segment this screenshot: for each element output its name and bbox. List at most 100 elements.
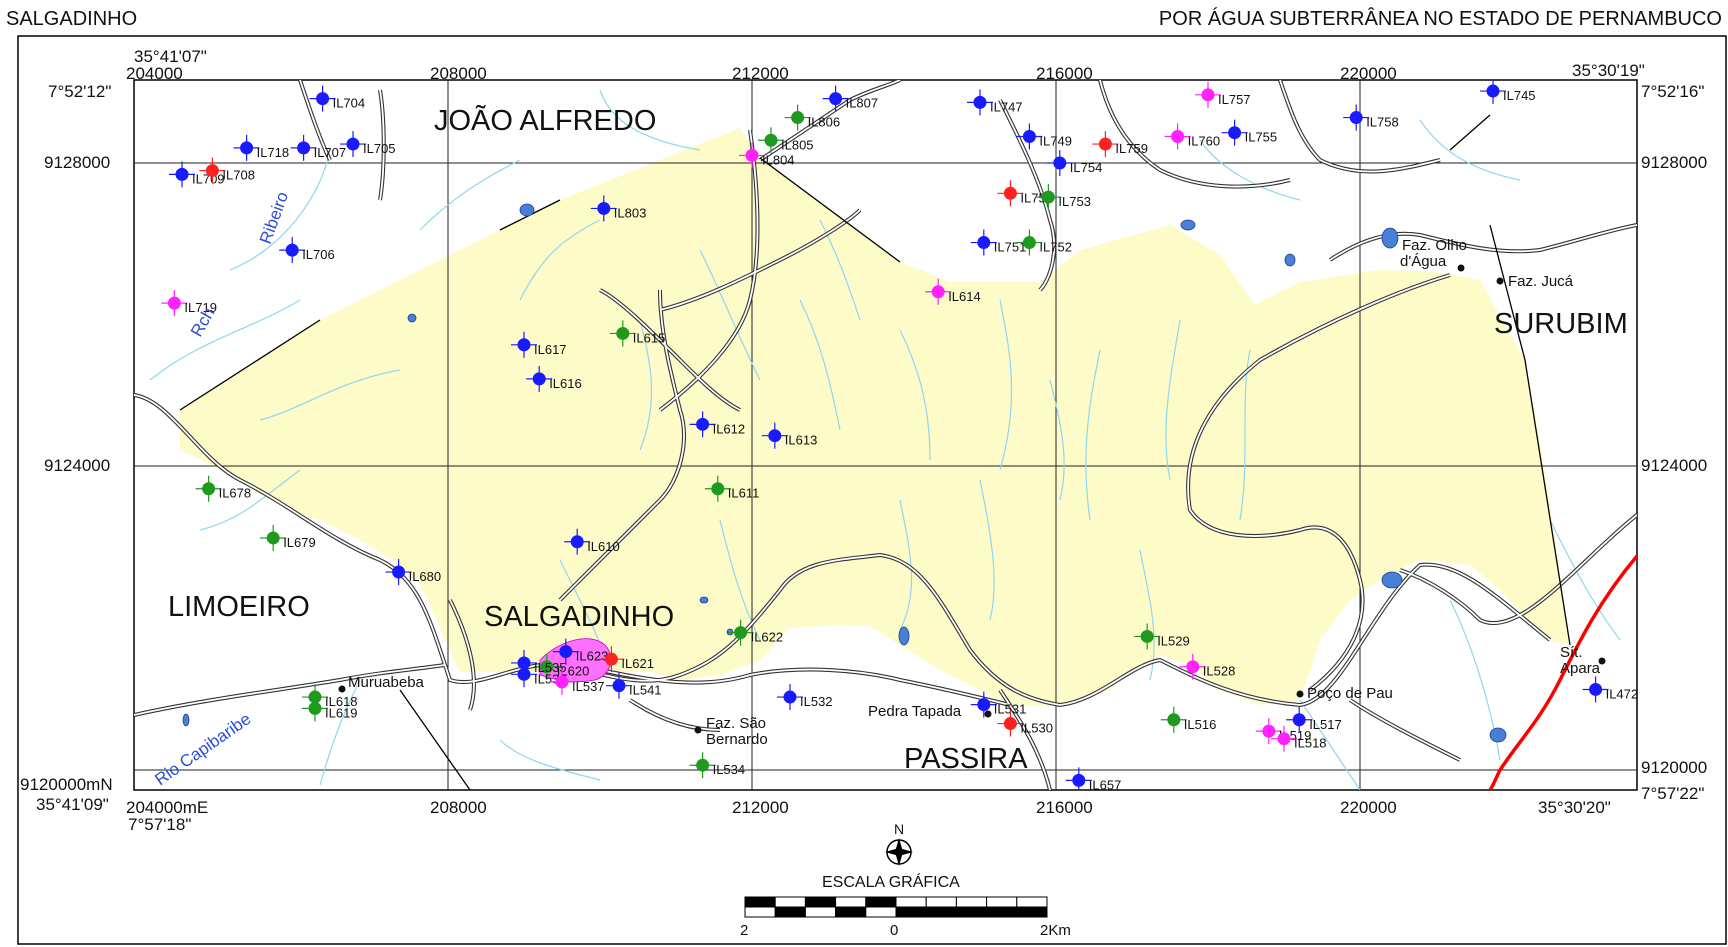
well-marker[interactable] <box>1072 773 1086 787</box>
well-il806[interactable]: IL806 <box>784 104 841 131</box>
well-il614[interactable]: IL614 <box>925 278 981 305</box>
well-marker[interactable] <box>1003 717 1017 731</box>
well-marker[interactable] <box>1349 111 1363 125</box>
well-marker[interactable] <box>977 698 991 712</box>
well-marker[interactable] <box>734 626 748 640</box>
well-marker[interactable] <box>783 690 797 704</box>
well-marker[interactable] <box>1041 190 1055 204</box>
well-il610[interactable]: IL610 <box>564 528 620 555</box>
well-il755[interactable]: IL755 <box>1221 119 1278 146</box>
well-marker[interactable] <box>1167 713 1181 727</box>
well-il617[interactable]: IL617 <box>511 331 567 358</box>
well-marker[interactable] <box>1022 236 1036 250</box>
well-marker[interactable] <box>285 243 299 257</box>
well-il678[interactable]: IL678 <box>195 475 252 502</box>
well-marker[interactable] <box>973 95 987 109</box>
well-marker[interactable] <box>555 675 569 689</box>
well-il518[interactable]: IL518 <box>1271 725 1327 752</box>
well-il528[interactable]: IL528 <box>1179 653 1236 680</box>
well-marker[interactable] <box>517 338 531 352</box>
well-marker[interactable] <box>167 296 181 310</box>
well-il803[interactable]: IL803 <box>590 195 647 222</box>
well-il616[interactable]: IL616 <box>526 365 582 392</box>
well-marker[interactable] <box>1486 84 1500 98</box>
well-marker[interactable] <box>597 201 611 215</box>
well-marker[interactable] <box>316 92 330 106</box>
well-il679[interactable]: IL679 <box>260 524 316 551</box>
well-marker[interactable] <box>612 679 626 693</box>
well-marker[interactable] <box>764 133 778 147</box>
well-marker[interactable] <box>559 645 573 659</box>
well-il804[interactable]: IL804 <box>739 142 795 169</box>
well-il621[interactable]: IL621 <box>598 646 654 673</box>
well-il534[interactable]: IL534 <box>689 752 746 779</box>
well-marker[interactable] <box>768 429 782 443</box>
well-marker[interactable] <box>977 236 991 250</box>
well-il517[interactable]: IL517 <box>1286 706 1342 733</box>
well-il719[interactable]: IL719 <box>161 290 217 317</box>
well-il532[interactable]: IL532 <box>777 684 833 711</box>
well-il760[interactable]: IL760 <box>1164 123 1221 150</box>
well-marker[interactable] <box>616 326 630 340</box>
well-il751[interactable]: IL751 <box>970 229 1027 256</box>
well-marker[interactable] <box>791 111 805 125</box>
well-marker[interactable] <box>1053 156 1067 170</box>
well-il611[interactable]: IL611 <box>704 475 760 502</box>
well-marker[interactable] <box>297 141 311 155</box>
well-marker[interactable] <box>1262 724 1276 738</box>
well-marker[interactable] <box>240 141 254 155</box>
well-marker[interactable] <box>711 482 725 496</box>
well-marker[interactable] <box>532 372 546 386</box>
well-il615[interactable]: IL615 <box>609 320 666 347</box>
well-il516[interactable]: IL516 <box>1160 706 1217 733</box>
well-il707[interactable]: IL707 <box>290 134 347 161</box>
well-il747[interactable]: IL747 <box>967 89 1023 116</box>
well-il759[interactable]: IL759 <box>1092 131 1148 158</box>
well-il472[interactable]: IL472 <box>1582 676 1639 703</box>
well-il752[interactable]: IL752 <box>1016 229 1072 256</box>
well-il753[interactable]: IL753 <box>1035 184 1091 211</box>
well-marker[interactable] <box>392 565 406 579</box>
well-il758[interactable]: IL758 <box>1343 104 1399 131</box>
well-il613[interactable]: IL613 <box>761 422 818 449</box>
well-il622[interactable]: IL622 <box>727 619 784 646</box>
well-il612[interactable]: IL612 <box>689 411 746 438</box>
well-marker[interactable] <box>1003 186 1017 200</box>
well-marker[interactable] <box>1140 629 1154 643</box>
well-il619[interactable]: IL619 <box>302 695 358 722</box>
well-marker[interactable] <box>1228 126 1242 140</box>
well-marker[interactable] <box>1589 682 1603 696</box>
well-marker[interactable] <box>1277 732 1291 746</box>
well-il620[interactable]: IL620 <box>533 653 590 680</box>
well-marker[interactable] <box>1186 660 1200 674</box>
well-il706[interactable]: IL706 <box>279 237 335 264</box>
well-il718[interactable]: IL718 <box>233 134 290 161</box>
well-il657[interactable]: IL657 <box>1065 767 1122 793</box>
well-il704[interactable]: IL704 <box>309 85 366 112</box>
well-marker[interactable] <box>517 667 531 681</box>
well-il749[interactable]: IL749 <box>1016 123 1072 150</box>
well-marker[interactable] <box>1292 713 1306 727</box>
well-il680[interactable]: IL680 <box>385 559 442 586</box>
well-marker[interactable] <box>308 701 322 715</box>
well-il805[interactable]: IL805 <box>758 127 814 154</box>
well-marker[interactable] <box>205 164 219 178</box>
well-il807[interactable]: IL807 <box>822 85 879 112</box>
well-il708[interactable]: IL708 <box>199 157 255 184</box>
well-il541[interactable]: IL541 <box>606 672 662 699</box>
well-marker[interactable] <box>931 285 945 299</box>
well-marker[interactable] <box>175 167 189 181</box>
well-il623[interactable]: IL623 <box>552 638 609 665</box>
well-marker[interactable] <box>696 758 710 772</box>
salgadinho-municipality-area[interactable] <box>180 128 1570 706</box>
well-marker[interactable] <box>346 137 360 151</box>
well-il754[interactable]: IL754 <box>1046 150 1103 176</box>
well-il745[interactable]: IL745 <box>1480 78 1536 105</box>
well-il757[interactable]: IL757 <box>1195 81 1251 108</box>
well-marker[interactable] <box>1171 129 1185 143</box>
well-marker[interactable] <box>604 652 618 666</box>
well-il537[interactable]: IL537 <box>549 668 605 695</box>
well-marker[interactable] <box>266 531 280 545</box>
well-marker[interactable] <box>1098 137 1112 151</box>
